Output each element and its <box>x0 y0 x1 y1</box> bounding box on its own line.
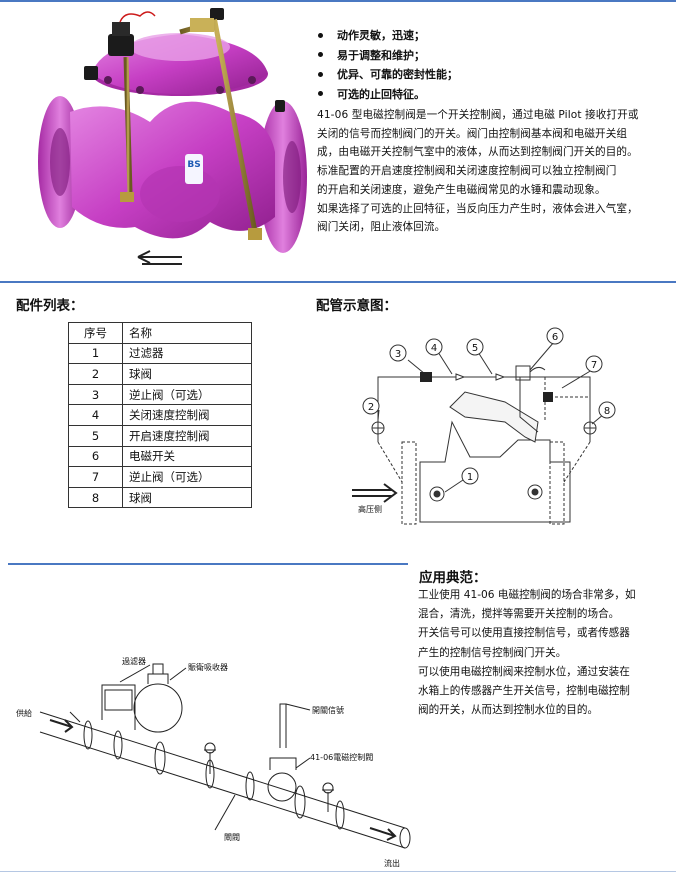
application-diagram: 過滤器 賑衛吸收器 開關信號 41-06電磁控制閥 供給 閘閥 流出 <box>16 656 411 868</box>
product-description: 41-06 型电磁控制阀是一个开关控制阀，通过电磁 Pilot 接收打开或 关闭… <box>317 109 639 234</box>
table-header-cell: 序号 <box>68 322 123 344</box>
feature-item: 动作灵敏，迅速； <box>318 26 668 46</box>
bullet-icon <box>318 32 323 38</box>
application-text: 工业使用 41-06 电磁控制阀的场合非常多，如 混合，清洗，搅拌等需要开关控制… <box>418 589 636 717</box>
diagram-number: 8 <box>604 406 610 417</box>
check-valve-icon <box>543 392 553 402</box>
diagram-number: 6 <box>552 332 558 343</box>
label-filter: 過滤器 <box>122 656 146 666</box>
label-signal: 開關信號 <box>312 705 344 715</box>
flow-arrow-icon <box>49 719 74 733</box>
bullet-icon <box>318 52 323 57</box>
label-supply: 供給 <box>16 708 32 718</box>
diagram-number: 3 <box>395 349 401 360</box>
diagram-number: 2 <box>368 402 374 413</box>
bullet-icon <box>318 71 323 77</box>
section-rule-lower <box>8 563 408 565</box>
flow-arrow-icon <box>137 250 182 265</box>
feature-item: 优异、可靠的密封性能； <box>318 65 668 85</box>
feature-list: 动作灵敏，迅速； 易于调整和维护； 优异、可靠的密封性能； 可选的止回特征。 <box>318 26 668 104</box>
diagram-number: 5 <box>472 343 478 354</box>
valve-product-image: BS <box>38 8 307 265</box>
parts-heading: 配件列表： <box>16 298 84 314</box>
inlet-arrow-icon <box>352 483 398 503</box>
diagram-number: 7 <box>591 360 597 371</box>
top-rule <box>0 0 676 2</box>
check-valve-icon <box>420 372 432 382</box>
piping-heading: 配管示意图： <box>316 298 397 314</box>
bullet-icon <box>318 91 323 96</box>
feature-item: 易于调整和维护； <box>318 46 668 66</box>
feature-item: 可选的止回特征。 <box>318 85 668 105</box>
section-rule <box>0 281 676 283</box>
inlet-label: 高压侧 <box>358 504 382 514</box>
table-header-row: 序号 名称 <box>68 322 252 344</box>
label-gate-valve: 閘閥 <box>224 833 240 842</box>
label-outflow: 流出 <box>384 858 400 868</box>
piping-schematic: 3 4 5 6 7 2 8 1 高压侧 <box>352 327 616 525</box>
diagram-number: 4 <box>431 343 437 354</box>
label-absorber: 賑衛吸收器 <box>188 662 228 672</box>
bottom-rule <box>0 871 676 872</box>
label-control-valve: 41-06電磁控制閥 <box>310 752 373 762</box>
valve-logo: BS <box>187 160 200 170</box>
application-heading: 应用典范： <box>419 570 487 586</box>
table-header-cell: 名称 <box>122 322 252 344</box>
flow-arrow-icon <box>369 827 397 841</box>
diagram-number: 1 <box>467 472 473 483</box>
